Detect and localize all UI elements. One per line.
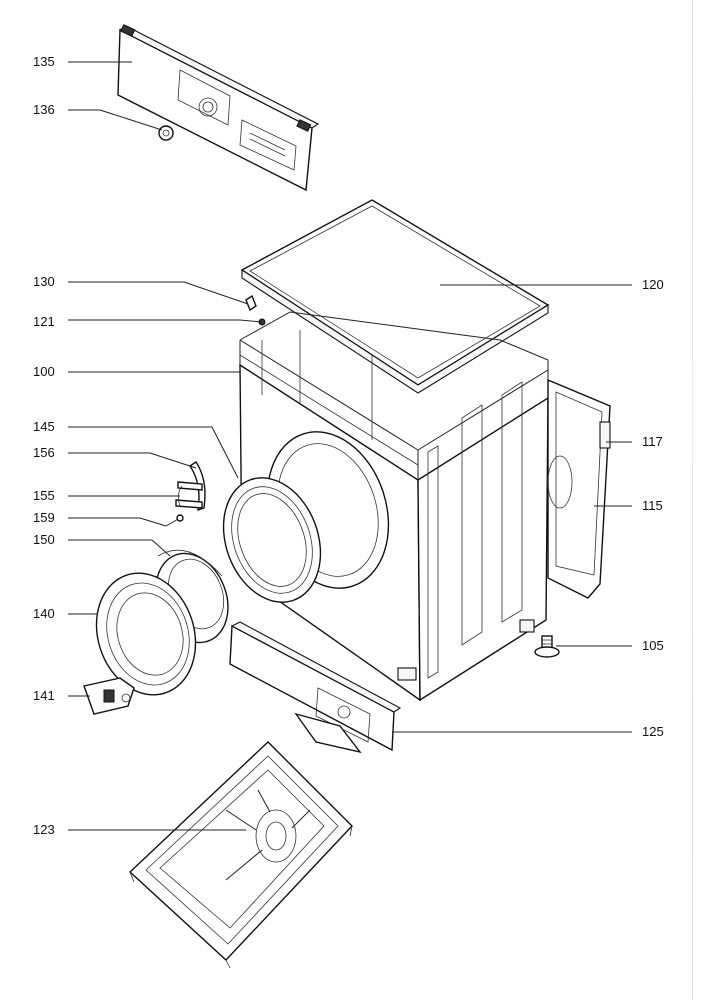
kick-panel-drawing [229,621,402,754]
part-label-123: 123 [33,822,55,837]
part-label-115: 115 [642,498,663,513]
screw-drawing [165,514,184,527]
part-label-125: 125 [642,724,664,739]
rear-panel-drawing [547,378,611,599]
top-cover-drawing [240,199,550,394]
outer-door-drawing [95,572,197,696]
control-panel-drawing [117,24,320,192]
part-label-117: 117 [642,434,663,449]
part-label-135: 135 [33,54,55,69]
part-label-150: 150 [33,532,55,547]
part-label-120: 120 [642,277,664,292]
part-label-140: 140 [33,606,55,621]
part-label-105: 105 [642,638,664,653]
knob-drawing [158,125,174,141]
part-label-156: 156 [33,445,55,460]
part-label-145: 145 [33,419,55,434]
part-label-159: 159 [33,510,55,525]
leader-lines [68,61,632,831]
part-label-121: 121 [33,314,55,329]
scan-edge [692,0,693,1000]
adjustable-foot-drawing [534,635,560,658]
hinge-drawing [175,461,206,512]
base-frame-drawing [128,741,353,969]
part-label-141: 141 [33,688,55,703]
part-label-136: 136 [33,102,55,117]
part-label-100: 100 [33,364,55,379]
part-label-155: 155 [33,488,55,503]
door-ring-drawing [222,477,322,603]
door-handle-drawing [83,677,135,715]
part-label-130: 130 [33,274,55,289]
